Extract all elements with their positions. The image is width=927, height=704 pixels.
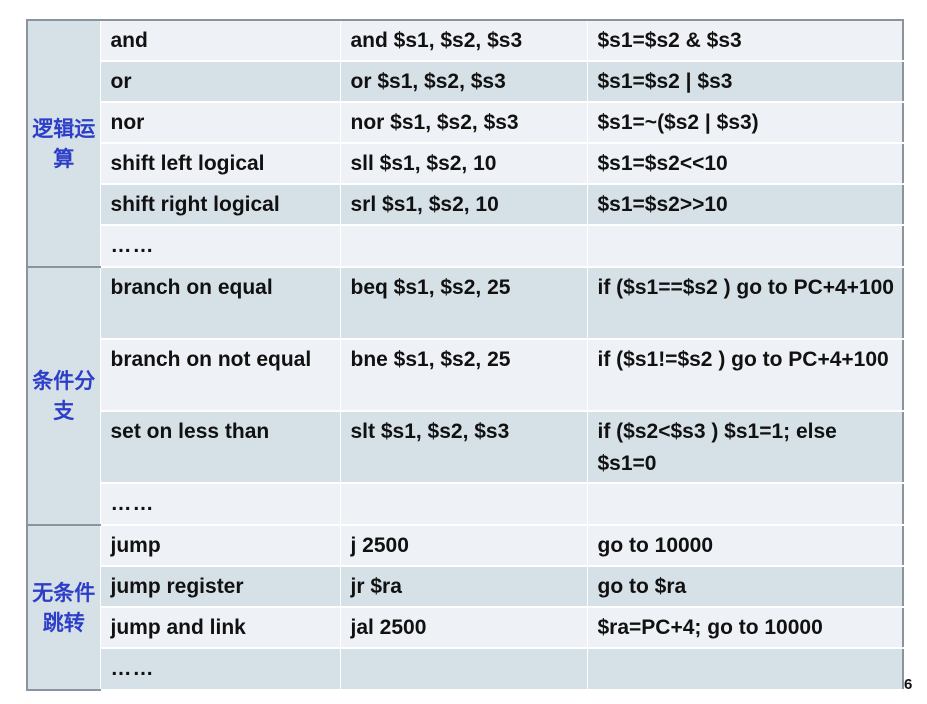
instruction-name: branch on equal [99, 266, 341, 340]
table-row: set on less than slt $s1, $s2, $s3 if ($… [27, 410, 904, 484]
table-row: jump and link jal 2500 $ra=PC+4; go to 1… [27, 606, 904, 649]
table-row: 无条件跳转 jump j 2500 go to 10000 [26, 524, 904, 691]
table-row: jump register jr $ra go to $ra [27, 565, 904, 608]
category-jump: 无条件跳转 [26, 524, 101, 691]
category-logic: 逻辑运算 [26, 19, 101, 268]
category-branch: 条件分支 [26, 266, 101, 526]
instruction-example: beq $s1, $s2, 25 [339, 266, 588, 340]
instruction-meaning: $ra=PC+4; go to 10000 [586, 606, 904, 649]
instruction-example: srl $s1, $s2, 10 [339, 183, 588, 226]
instruction-name: or [99, 60, 341, 103]
table-row: shift left logical sll $s1, $s2, 10 $s1=… [27, 142, 904, 185]
instruction-name: set on less than [99, 410, 341, 484]
table-row: shift right logical srl $s1, $s2, 10 $s1… [27, 183, 904, 226]
instruction-name: jump and link [99, 606, 341, 649]
instruction-name: and [99, 19, 341, 62]
instruction-meaning: if ($s2<$s3 ) $s1=1; else $s1=0 [586, 410, 904, 484]
table-row: nor nor $s1, $s2, $s3 $s1=~($s2 | $s3) [27, 101, 904, 144]
instruction-example [339, 482, 588, 526]
instruction-meaning: $s1=$s2<<10 [586, 142, 904, 185]
instruction-name: jump register [99, 565, 341, 608]
instruction-example: j 2500 [339, 524, 588, 567]
table-row: or or $s1, $s2, $s3 $s1=$s2 | $s3 [27, 60, 904, 103]
instruction-example: bne $s1, $s2, 25 [339, 338, 588, 412]
instruction-example: sll $s1, $s2, 10 [339, 142, 588, 185]
instruction-meaning: if ($s1!=$s2 ) go to PC+4+100 [586, 338, 904, 412]
instruction-example: jr $ra [339, 565, 588, 608]
instruction-meaning: go to $ra [586, 565, 904, 608]
instruction-meaning: go to 10000 [586, 524, 904, 567]
instruction-table: 逻辑运算 and and $s1, $s2, $s3 $s1=$s2 & $s3… [26, 19, 904, 691]
instruction-example: jal 2500 [339, 606, 588, 649]
instruction-meaning: if ($s1==$s2 ) go to PC+4+100 [586, 266, 904, 340]
instruction-meaning: $s1=$s2 | $s3 [586, 60, 904, 103]
instruction-example: and $s1, $s2, $s3 [339, 19, 588, 62]
instruction-meaning: $s1=~($s2 | $s3) [586, 101, 904, 144]
page-number: 6 [904, 676, 913, 693]
table-row: …… [27, 224, 904, 268]
table-row: …… [27, 647, 904, 691]
instruction-example [339, 224, 588, 268]
instruction-name: shift left logical [99, 142, 341, 185]
instruction-example [339, 647, 588, 691]
instruction-meaning [586, 482, 904, 526]
instruction-example: nor $s1, $s2, $s3 [339, 101, 588, 144]
table-row: 条件分支 branch on equal beq $s1, $s2, 25 if… [26, 266, 904, 526]
instruction-meaning [586, 224, 904, 268]
instruction-name: …… [99, 482, 341, 526]
instruction-name: jump [99, 524, 341, 567]
instruction-meaning: $s1=$s2>>10 [586, 183, 904, 226]
instruction-name: …… [99, 224, 341, 268]
instruction-example: slt $s1, $s2, $s3 [339, 410, 588, 484]
instruction-name: nor [99, 101, 341, 144]
table-row: 逻辑运算 and and $s1, $s2, $s3 $s1=$s2 & $s3 [26, 19, 904, 268]
instruction-name: shift right logical [99, 183, 341, 226]
instruction-example: or $s1, $s2, $s3 [339, 60, 588, 103]
instruction-meaning: $s1=$s2 & $s3 [586, 19, 904, 62]
instruction-name: …… [99, 647, 341, 691]
instruction-name: branch on not equal [99, 338, 341, 412]
table-row: branch on not equal bne $s1, $s2, 25 if … [27, 338, 904, 412]
instruction-meaning [586, 647, 904, 691]
table-row: …… [27, 482, 904, 526]
